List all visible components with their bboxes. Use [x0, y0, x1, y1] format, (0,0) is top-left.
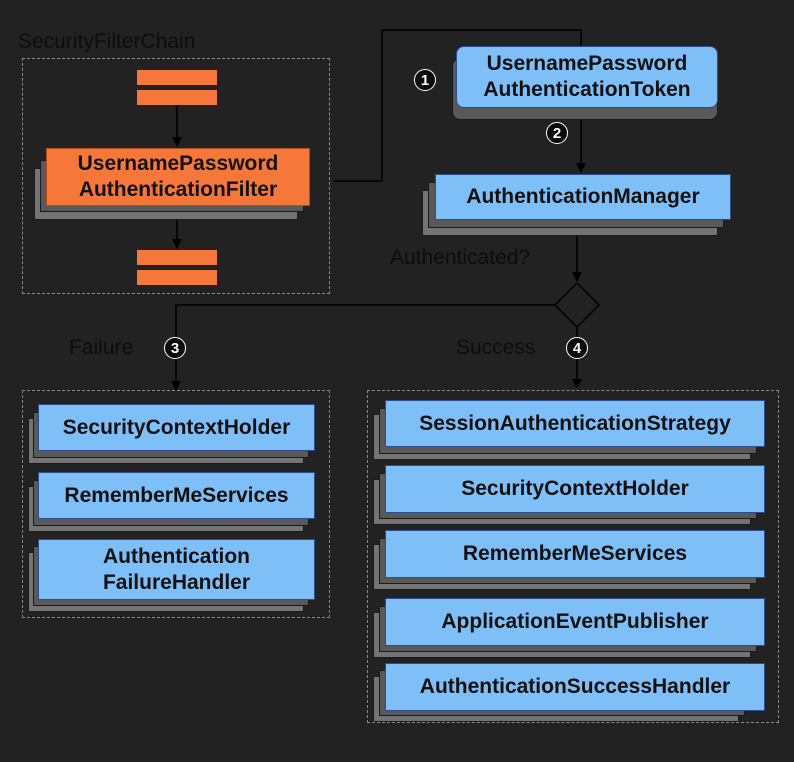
authenticated-decision-label: Authenticated? [390, 246, 531, 269]
failure-path-line [171, 304, 555, 391]
authentication-manager-box: AuthenticationManager [435, 174, 731, 220]
security-filter-chain-title: SecurityFilterChain [18, 30, 196, 53]
filter-placeholder-bar [137, 70, 217, 85]
failure-remember-me-services-box: RememberMeServices [38, 472, 315, 519]
application-event-publisher-box: ApplicationEventPublisher [385, 598, 765, 646]
success-label: Success [456, 336, 536, 359]
security-filter-chain-container [22, 58, 330, 294]
session-authentication-strategy-box: SessionAuthenticationStrategy [385, 400, 765, 447]
failure-handlers-container [22, 390, 330, 618]
authentication-success-handler-box: AuthenticationSuccessHandler [385, 663, 765, 711]
failure-security-context-holder-box: SecurityContextHolder [38, 404, 315, 451]
authentication-filter-box: UsernamePassword AuthenticationFilter [46, 148, 310, 206]
filter-placeholder-bar [137, 270, 217, 285]
authentication-token-box: UsernamePassword AuthenticationToken [456, 46, 718, 108]
filter-placeholder-bar [137, 90, 217, 105]
filter-placeholder-bar [137, 250, 217, 265]
step-2-badge: 2 [546, 122, 568, 144]
authentication-failure-handler-box: Authentication FailureHandler [38, 539, 315, 600]
step-3-badge: 3 [164, 337, 186, 359]
step-4-badge: 4 [566, 337, 588, 359]
failure-label: Failure [69, 336, 134, 359]
success-handlers-container [367, 390, 779, 723]
success-security-context-holder-box: SecurityContextHolder [385, 465, 765, 513]
step-1-badge: 1 [414, 69, 436, 91]
success-remember-me-services-box: RememberMeServices [385, 530, 765, 578]
decision-diamond [553, 281, 601, 329]
